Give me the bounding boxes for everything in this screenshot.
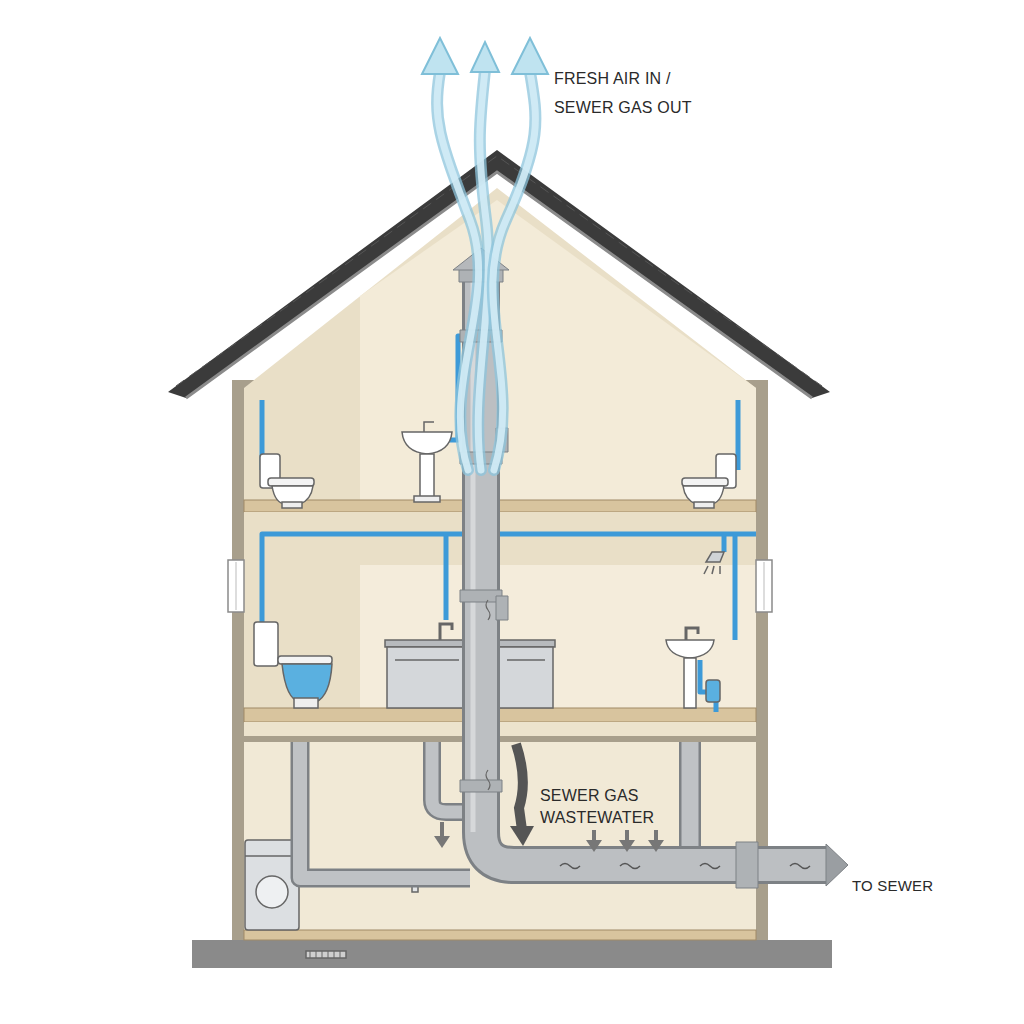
flow-arrows	[434, 600, 810, 869]
callout-label: WASTEWATER	[540, 808, 680, 828]
water-supply-pipes	[262, 336, 756, 712]
drain-waste-vent-pipes	[300, 248, 848, 888]
air-flow-arrows	[422, 38, 548, 470]
callout-label: FRESH AIR IN / SEWER GAS OUT	[554, 64, 704, 122]
callout-label: TO SEWER	[852, 876, 962, 896]
foundation	[192, 940, 832, 968]
callout-label: SEWER GAS	[540, 786, 680, 806]
